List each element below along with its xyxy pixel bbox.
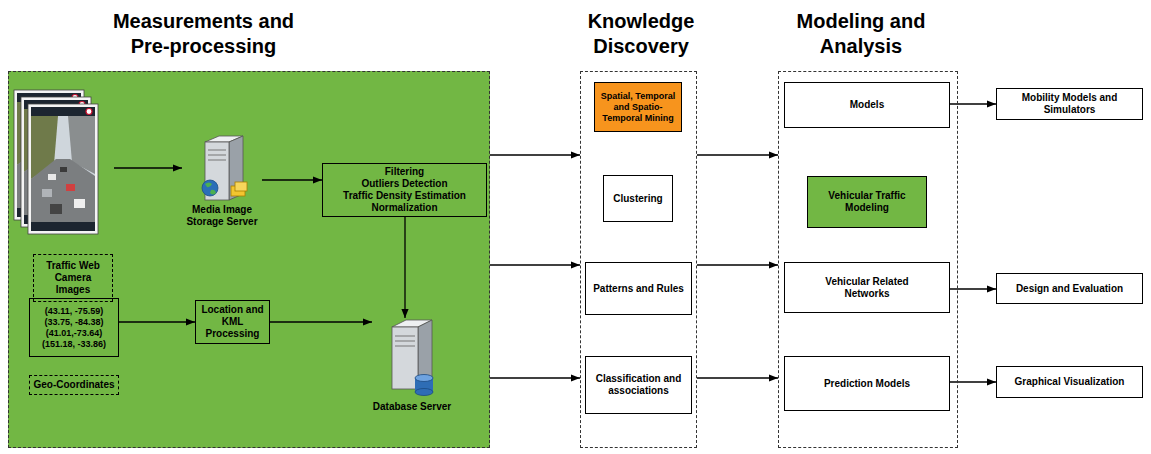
box-label: Outliers Detection [361, 178, 447, 190]
process-box: Spatial, Temporal and Spatio-Temporal Mi… [594, 82, 682, 132]
coordinate: (41.01,-73.64) [46, 328, 103, 339]
process-box: Vehicular Related Networks [784, 262, 950, 313]
layout-part [208, 160, 226, 161]
box-label: Graphical Visualization [1015, 376, 1125, 388]
coordinate: (43.11, -75.59) [45, 306, 104, 317]
box-label: Spatial, Temporal and Spatio-Temporal Mi… [599, 91, 677, 124]
layout-part [202, 180, 218, 196]
flow-arrow [270, 321, 372, 322]
panel-heading: Knowledge Discovery [571, 9, 711, 59]
coordinate: (151.18, -33.86) [42, 339, 106, 350]
process-box: Location and KML Processing [195, 300, 270, 344]
flow-arrow [697, 264, 778, 265]
layout-part [205, 183, 216, 195]
output-box: Graphical Visualization [996, 366, 1143, 398]
process-box: Models [784, 82, 950, 128]
box-label: Design and Evaluation [1016, 283, 1123, 295]
icon-spacer [387, 318, 437, 398]
panel-heading: Measurements and Pre-processing [101, 9, 306, 59]
server-label: Database Server [373, 401, 451, 413]
process-box: Clustering [603, 175, 673, 222]
coordinate-box: (43.11, -75.59)(33.75, -84.38)(41.01,-73… [29, 298, 119, 357]
panel-heading: Modeling and Analysis [781, 9, 941, 59]
flow-arrow [697, 154, 778, 155]
flow-arrow [119, 321, 195, 322]
box-label: Traffic Density Estimation [343, 190, 466, 202]
process-box: Patterns and Rules [585, 262, 692, 315]
layout-part [208, 155, 226, 156]
layout-part [28, 104, 98, 234]
database-server-icon [392, 320, 433, 396]
image-caption: Traffic Web Camera Images [33, 254, 113, 302]
camera-images [14, 90, 98, 234]
box-label: Mobility Models and Simulators [1001, 92, 1138, 116]
flow-arrow [404, 217, 405, 318]
flow-arrow [697, 377, 778, 378]
flow-arrow [490, 264, 580, 265]
flow-arrow [950, 288, 996, 289]
box-label: Normalization [371, 202, 437, 214]
flow-arrow [490, 377, 580, 378]
stage-panel: Knowledge DiscoverySpatial, Temporal and… [580, 71, 697, 448]
icon-spacer [197, 135, 247, 201]
stage-panel: Modeling and AnalysisModelsVehicular Tra… [778, 71, 958, 448]
panel-fill [8, 71, 490, 448]
box-label: Models [850, 99, 884, 111]
flow-arrow [950, 103, 996, 104]
icon-spacer [14, 90, 98, 242]
layout-part [415, 375, 433, 382]
stage-panel: Measurements and Pre-processingTraffic W… [8, 71, 490, 448]
server-node: Media Image Storage Server [182, 135, 262, 228]
layout-part [395, 336, 415, 337]
flow-arrow [114, 167, 182, 168]
server-node: Database Server [372, 318, 452, 413]
process-box: Prediction Models [784, 356, 950, 411]
output-box: Mobility Models and Simulators [996, 88, 1143, 120]
flow-arrow [490, 154, 580, 155]
flow-arrow [262, 179, 322, 180]
layout-part [392, 327, 418, 389]
box-label: Location and KML Processing [199, 304, 266, 340]
box-label: Patterns and Rules [593, 283, 684, 295]
layout-part [395, 341, 415, 342]
box-label: Clustering [613, 193, 662, 205]
layout-part [395, 346, 415, 347]
process-box: FilteringOutliers DetectionTraffic Densi… [322, 163, 487, 217]
box-label: Prediction Models [824, 378, 910, 390]
layout-part [415, 389, 433, 396]
output-box: Design and Evaluation [996, 273, 1143, 304]
process-box: Vehicular Traffic Modeling [807, 176, 927, 228]
layout-part [235, 182, 247, 191]
process-box: Classification and associations [585, 356, 692, 414]
media-server-icon [202, 136, 247, 200]
box-label: Classification and associations [590, 373, 687, 397]
coordinate: (33.75, -84.38) [44, 317, 103, 328]
layout-part [208, 150, 226, 151]
coordinate-input: (43.11, -75.59)(33.75, -84.38)(41.01,-73… [29, 298, 119, 395]
box-label: Vehicular Traffic Modeling [812, 190, 922, 214]
camera-feed: Traffic Web Camera Images [14, 90, 114, 302]
box-label: Vehicular Related Networks [813, 276, 921, 300]
server-label: Media Image Storage Server [182, 204, 262, 228]
box-label: Filtering [385, 166, 424, 178]
flow-arrow [950, 381, 996, 382]
input-caption: Geo-Coordinates [29, 375, 119, 395]
